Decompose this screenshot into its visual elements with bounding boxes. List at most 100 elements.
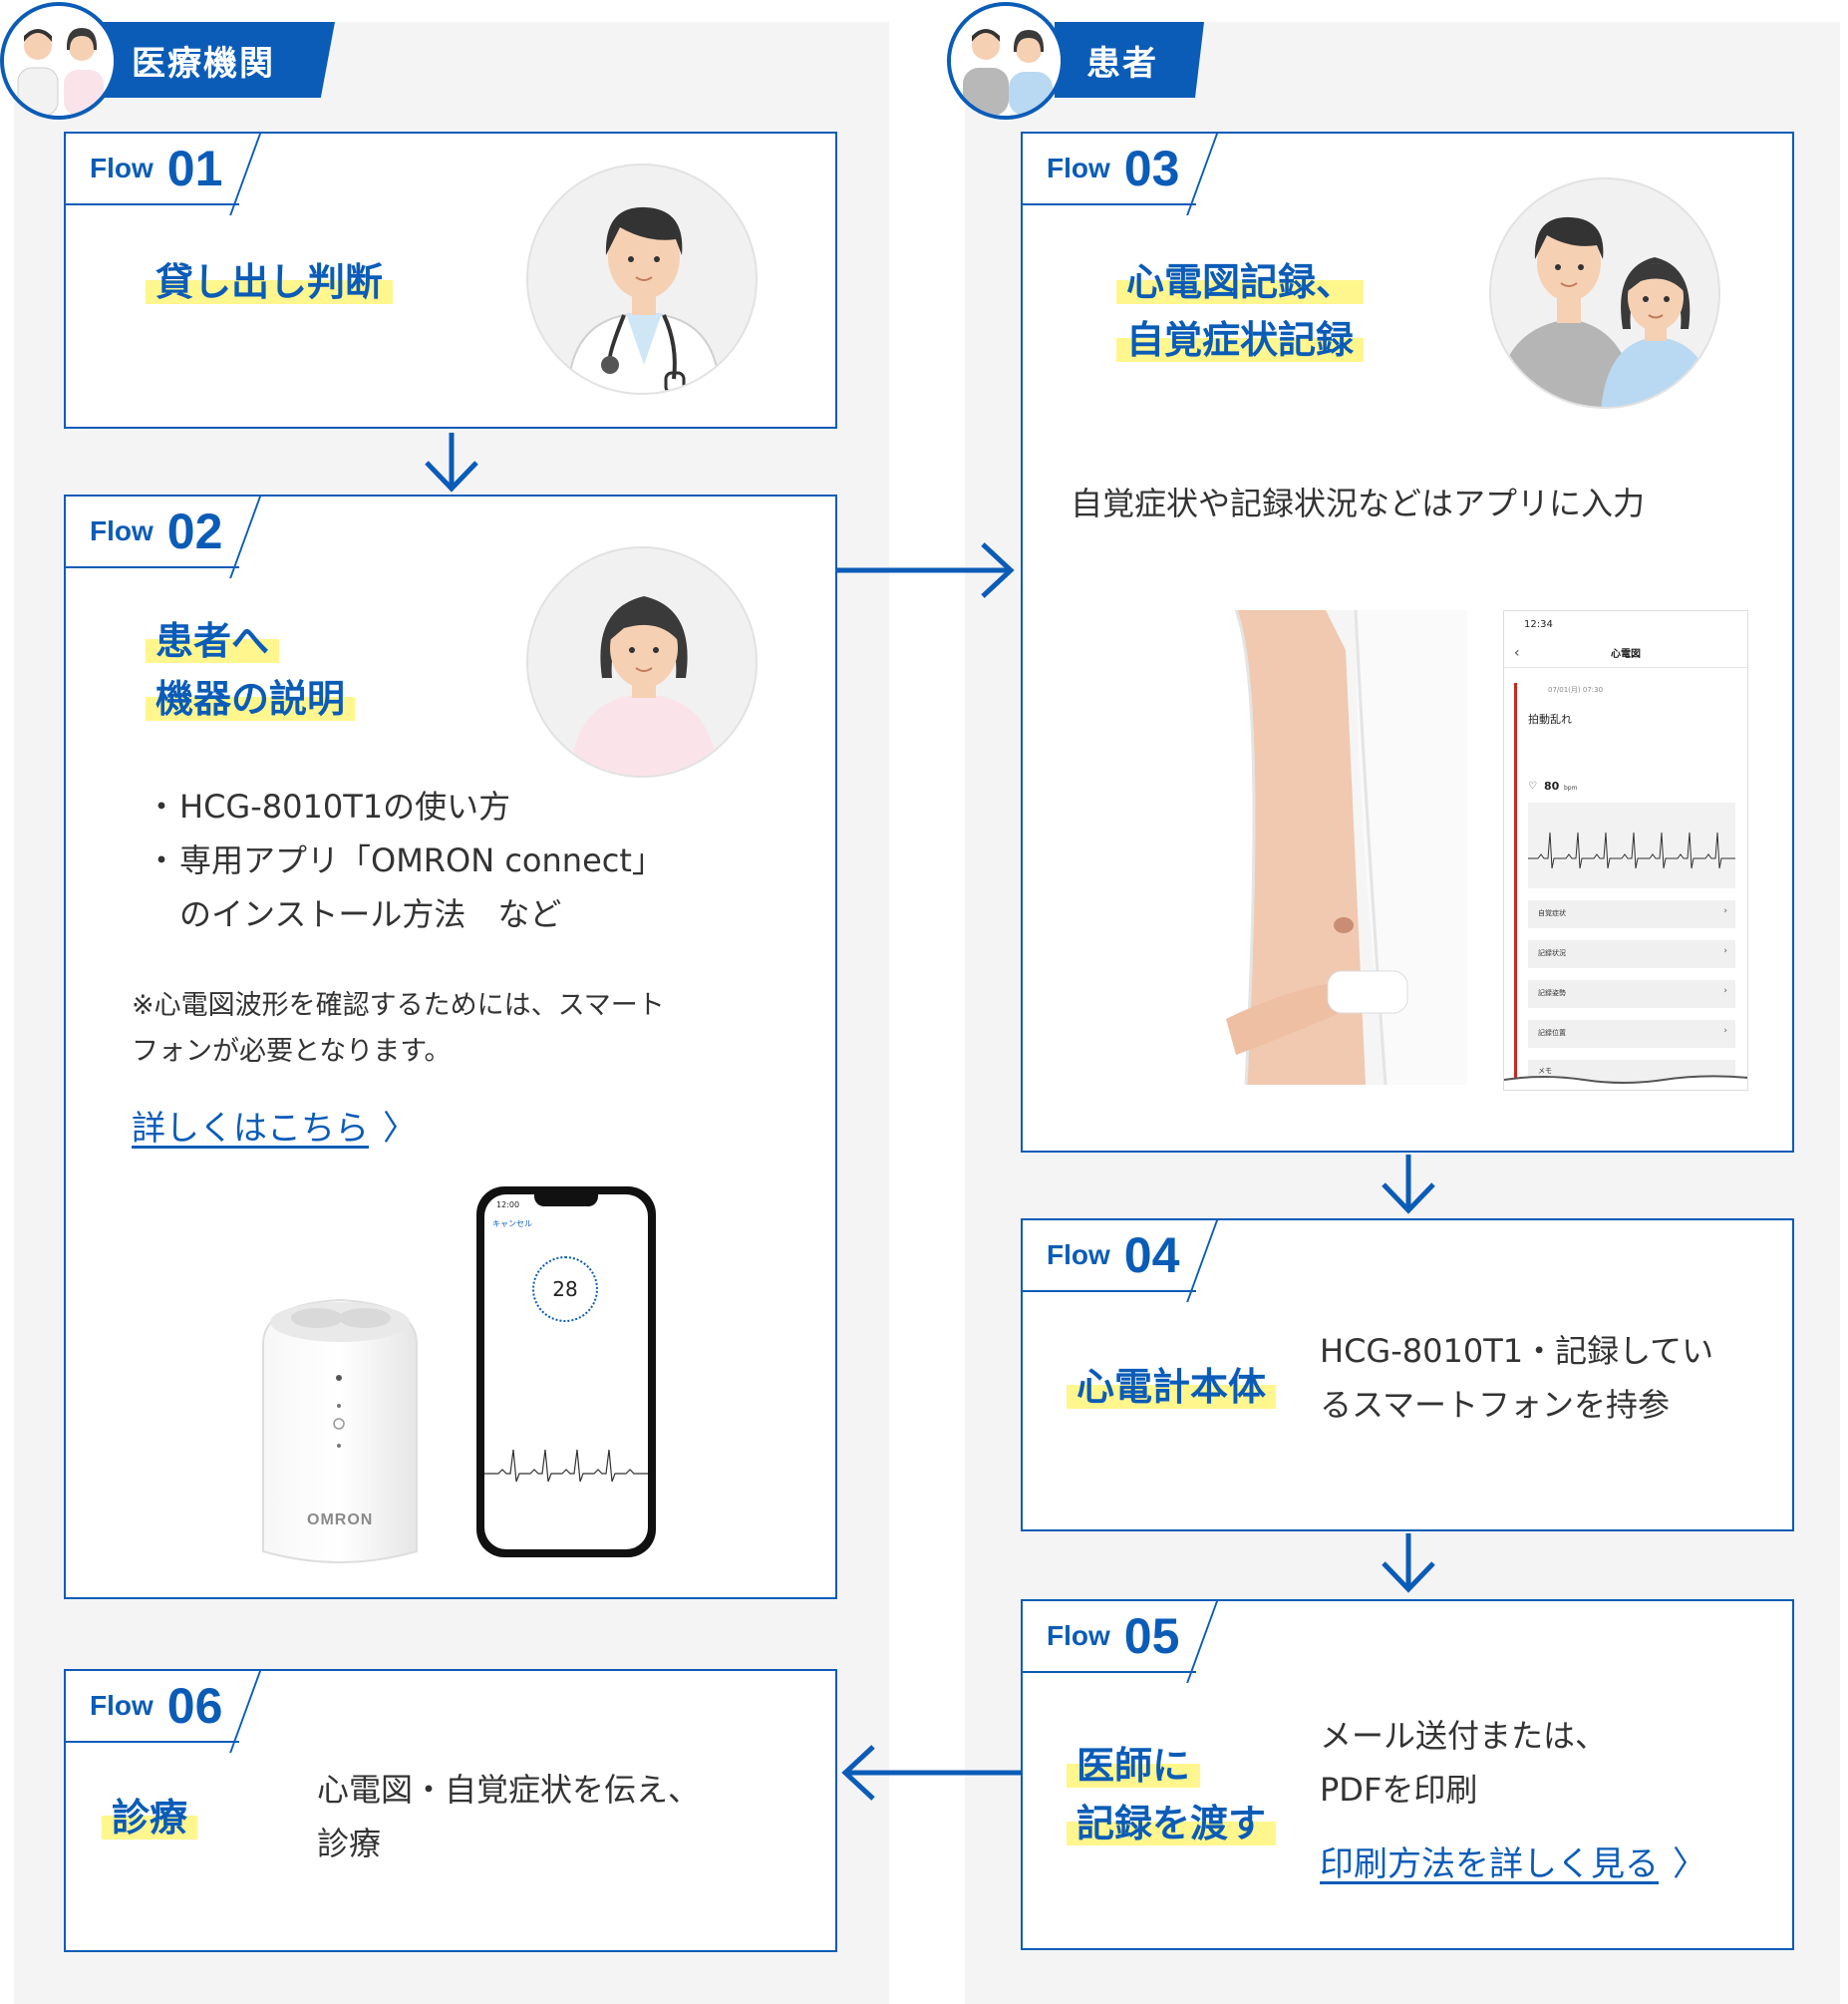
- chest-photo-icon: [1067, 610, 1467, 1085]
- flow-tab-underline: [64, 566, 239, 568]
- note-line: フォンが必要となります。: [132, 1036, 452, 1067]
- flow-02-card: Flow 02 患者へ 機器の説明 ・HCG-8010T1の使い方 ・専用アプリ…: [64, 495, 837, 1599]
- flow-number: 06: [166, 1678, 223, 1734]
- patients-avatar-icon: [951, 6, 1061, 116]
- flow-tab-underline: [1021, 203, 1196, 205]
- flow-02-tab: Flow 02: [64, 495, 239, 566]
- countdown-ring: [532, 1256, 598, 1322]
- app-status: 拍動乱れ: [1528, 713, 1572, 726]
- title-line: 心電図記録、: [1116, 260, 1365, 304]
- flow-number: 02: [166, 503, 223, 559]
- app-menu-label: 記録姿勢: [1538, 989, 1566, 997]
- bullet-text: 専用アプリ「OMRON connect」: [179, 841, 664, 879]
- description-line: PDFを印刷: [1320, 1771, 1478, 1809]
- phone-notch: [534, 1194, 598, 1206]
- flow-02-title: 患者へ 機器の説明: [146, 612, 356, 728]
- chevron-right-icon: ›: [1723, 986, 1727, 996]
- bullet-text: HCG-8010T1の使い方: [179, 788, 511, 826]
- app-divider: [1504, 667, 1747, 668]
- title-line: 診療: [102, 1796, 198, 1839]
- flow-word: Flow: [1047, 1620, 1110, 1651]
- app-menu-item[interactable]: 記録姿勢 ›: [1528, 980, 1735, 1008]
- chevron-right-icon: ›: [1723, 1026, 1727, 1036]
- flow-05-card: Flow 05 医師に 記録を渡す メール送付または、 PDFを印刷 印刷方法を…: [1021, 1599, 1794, 1950]
- medical-header-label: 医療機関: [132, 44, 275, 84]
- flow-04-tab: Flow 04: [1021, 1218, 1196, 1290]
- medical-avatar: [0, 2, 118, 120]
- chevron-right-icon: ›: [1723, 906, 1727, 916]
- title-line: 患者へ: [146, 619, 280, 663]
- app-bpm-unit: bpm: [1564, 785, 1578, 792]
- description-line: HCG-8010T1・記録してい: [1320, 1332, 1714, 1370]
- flow-number: 01: [166, 141, 223, 196]
- patient-header-label: 患者: [1086, 44, 1158, 84]
- app-date: 07/01(月) 07:30: [1548, 686, 1604, 694]
- flow-tab-underline: [1021, 1671, 1196, 1673]
- details-link-label[interactable]: 詳しくはこちら: [132, 1109, 369, 1149]
- flow-06-title: 診療: [102, 1789, 198, 1846]
- app-menu-label: メモ: [1538, 1067, 1552, 1075]
- flow-number: 04: [1123, 1227, 1180, 1283]
- app-menu-item[interactable]: 記録位置 ›: [1528, 1020, 1735, 1048]
- flow-03-card: Flow 03 心電図記録、 自覚症状記録 自覚症状や記録状況などはアプリに入力: [1021, 132, 1794, 1153]
- flow-word: Flow: [90, 1690, 154, 1721]
- print-method-link[interactable]: 印刷方法を詳しく見る〉: [1320, 1837, 1706, 1885]
- app-menu-item[interactable]: 記録状況›: [1528, 940, 1735, 968]
- flow-number: 03: [1123, 141, 1180, 196]
- flow-01-title: 貸し出し判断: [146, 253, 394, 311]
- title-line: 機器の説明: [146, 677, 356, 721]
- doctors-avatar-icon: [4, 6, 114, 116]
- description-line: メール送付または、: [1320, 1717, 1608, 1755]
- ecg-wave-icon: [484, 1449, 648, 1483]
- flow-word: Flow: [1047, 1239, 1110, 1270]
- flow-02-note: ※心電図波形を確認するためには、スマート フォンが必要となります。: [132, 983, 809, 1075]
- description-line: るスマートフォンを持参: [1320, 1386, 1671, 1424]
- flow-word: Flow: [90, 153, 154, 183]
- phone-screen: 12:00 キャンセル 28: [484, 1194, 648, 1549]
- flow-word: Flow: [90, 515, 154, 546]
- flow-05-description: メール送付または、 PDFを印刷: [1320, 1709, 1778, 1817]
- flow-05-title: 医師に 記録を渡す: [1067, 1737, 1277, 1852]
- patient-avatar: [947, 2, 1065, 120]
- bullet-item: ・HCG-8010T1の使い方: [146, 788, 511, 826]
- title-line: 心電計本体: [1067, 1365, 1277, 1409]
- arrow-down-icon: [1382, 1533, 1435, 1593]
- app-menu-item[interactable]: 自覚症状›: [1528, 900, 1735, 928]
- app-screen-title: 心電図: [1611, 649, 1641, 660]
- arrow-left-icon: [841, 1745, 1023, 1801]
- flow-03-description: 自覚症状や記録状況などはアプリに入力: [1071, 485, 1646, 522]
- app-red-bar: [1514, 683, 1517, 1090]
- arrow-down-icon: [1382, 1155, 1435, 1214]
- flow-04-title: 心電計本体: [1067, 1358, 1277, 1416]
- phone-illustration: 12:00 キャンセル 28: [476, 1186, 656, 1557]
- app-bpm-value: 80: [1544, 780, 1560, 793]
- chest-recording-photo: [1067, 610, 1467, 1085]
- flow-tab-underline: [64, 1741, 239, 1743]
- chevron-right-icon: 〉: [1673, 1844, 1706, 1884]
- device-brand-label: OMRON: [307, 1511, 374, 1528]
- torn-edge-icon: [1504, 1075, 1747, 1090]
- doctor-illustration: [526, 164, 758, 395]
- description-line: 心電図・自覚症状を伝え、: [317, 1771, 701, 1809]
- ecg-app-screenshot: 12:34 ‹ 心電図 07/01(月) 07:30 拍動乱れ ♡ 80 bpm…: [1503, 610, 1748, 1091]
- app-menu-label: 記録位置: [1538, 1029, 1566, 1037]
- chevron-right-icon: 〉: [383, 1109, 417, 1149]
- app-ecg-wave-icon: [1528, 832, 1735, 869]
- flow-04-card: Flow 04 心電計本体 HCG-8010T1・記録してい るスマートフォンを…: [1021, 1218, 1794, 1531]
- title-line: 自覚症状記録: [1116, 318, 1365, 362]
- patient-header-ribbon: [1055, 22, 1204, 98]
- doctor-icon: [567, 206, 721, 393]
- details-link[interactable]: 詳しくはこちら〉: [132, 1101, 417, 1150]
- flow-tab-underline: [64, 203, 239, 205]
- arrow-down-icon: [425, 433, 478, 493]
- heart-icon: ♡: [1528, 781, 1537, 792]
- flow-03-title: 心電図記録、 自覚症状記録: [1116, 253, 1365, 369]
- flow-number: 05: [1123, 1608, 1180, 1664]
- app-ecg-grid: [1528, 803, 1735, 888]
- print-method-link-label[interactable]: 印刷方法を詳しく見る: [1320, 1844, 1659, 1884]
- chevron-right-icon: ›: [1723, 946, 1727, 956]
- phone-cancel: キャンセル: [492, 1219, 532, 1228]
- note-line: ※心電図波形を確認するためには、スマート: [132, 990, 665, 1021]
- flow-word: Flow: [1047, 153, 1110, 183]
- phone-time: 12:00: [496, 1200, 520, 1209]
